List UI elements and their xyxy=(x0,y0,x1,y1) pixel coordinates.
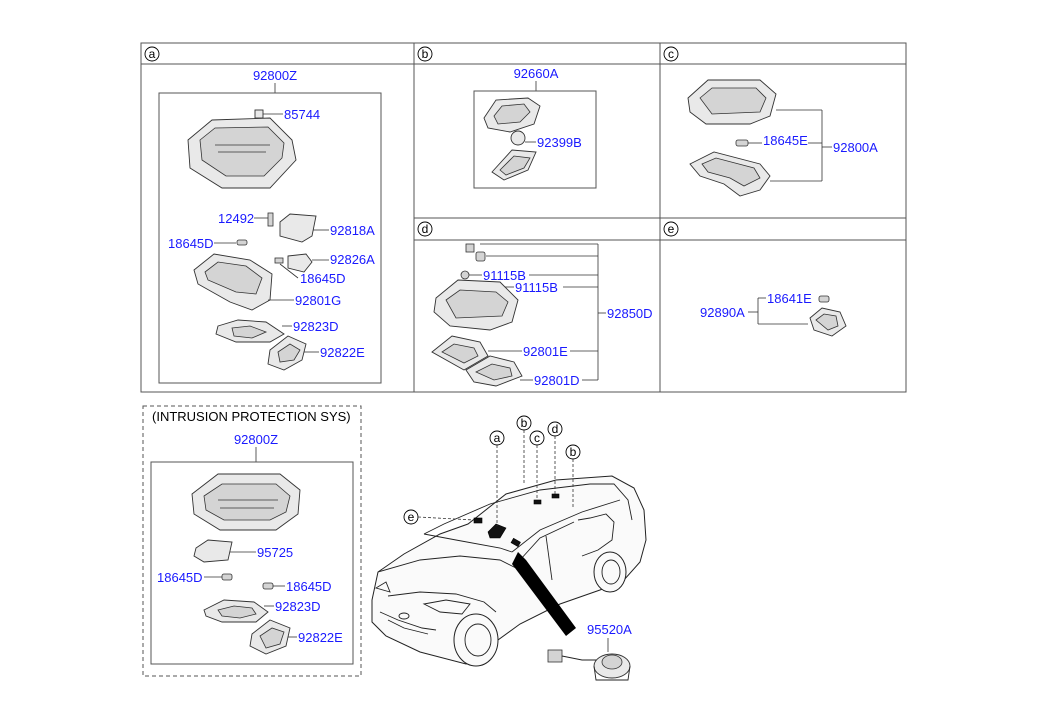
part-label[interactable]: 18641E xyxy=(767,291,812,306)
intrusion-protection-section: (INTRUSION PROTECTION SYS) 92800Z 95725 … xyxy=(142,405,362,677)
part-label[interactable]: 92801D xyxy=(534,373,580,388)
section-label-e: e xyxy=(663,221,679,237)
section-e: 92890A 18641E xyxy=(700,291,847,337)
section-a: 92800Z 85744 12492 92818A 18645D 92826A … xyxy=(158,68,382,384)
svg-text:c: c xyxy=(668,47,674,61)
part-label[interactable]: 91115B xyxy=(515,280,558,295)
svg-text:c: c xyxy=(534,431,540,445)
svg-text:d: d xyxy=(552,422,559,436)
svg-text:a: a xyxy=(149,47,156,61)
part-label[interactable]: 18645E xyxy=(763,133,808,148)
part-label[interactable]: 18645D xyxy=(157,570,203,585)
vehicle-illustration: a b c d b e 95520A xyxy=(371,415,647,681)
part-label[interactable]: 92800Z xyxy=(253,68,297,83)
section-label-c: c xyxy=(663,46,679,62)
section-b: 92660A 92399B xyxy=(473,66,597,189)
section-label-a: a xyxy=(144,46,160,62)
part-label[interactable]: 92823D xyxy=(293,319,339,334)
part-label[interactable]: 92818A xyxy=(330,223,375,238)
svg-text:b: b xyxy=(422,47,429,61)
part-label[interactable]: 92826A xyxy=(330,252,375,267)
svg-text:e: e xyxy=(668,222,675,236)
svg-text:d: d xyxy=(422,222,429,236)
part-label[interactable]: 92890A xyxy=(700,305,745,320)
part-label[interactable]: 95520A xyxy=(587,622,632,637)
part-label[interactable]: 92800A xyxy=(833,140,878,155)
section-d: 91115B 91115B 92850D 92801E 92801D xyxy=(431,243,653,388)
part-label[interactable]: 92800Z xyxy=(234,432,278,447)
svg-text:b: b xyxy=(570,445,577,459)
grid-frame xyxy=(140,42,907,393)
part-label[interactable]: 92801G xyxy=(295,293,341,308)
svg-text:e: e xyxy=(408,510,415,524)
part-label[interactable]: 92660A xyxy=(514,66,559,81)
part-label[interactable]: 85744 xyxy=(284,107,320,122)
intrusion-title: (INTRUSION PROTECTION SYS) xyxy=(152,409,351,424)
part-label[interactable]: 92399B xyxy=(537,135,582,150)
svg-text:a: a xyxy=(494,431,501,445)
section-c: 18645E 92800A xyxy=(687,79,878,197)
part-label[interactable]: 12492 xyxy=(218,211,254,226)
part-label[interactable]: 95725 xyxy=(257,545,293,560)
part-label[interactable]: 92801E xyxy=(523,344,568,359)
section-label-b: b xyxy=(417,46,433,62)
part-label[interactable]: 92850D xyxy=(607,306,653,321)
part-label[interactable]: 91115B xyxy=(483,268,526,283)
part-label[interactable]: 92823D xyxy=(275,599,321,614)
part-label[interactable]: 92822E xyxy=(320,345,365,360)
section-label-d: d xyxy=(417,221,433,237)
part-label[interactable]: 92822E xyxy=(298,630,343,645)
part-label[interactable]: 18645D xyxy=(300,271,346,286)
svg-text:b: b xyxy=(521,416,528,430)
part-label[interactable]: 18645D xyxy=(286,579,332,594)
part-label[interactable]: 18645D xyxy=(168,236,214,251)
